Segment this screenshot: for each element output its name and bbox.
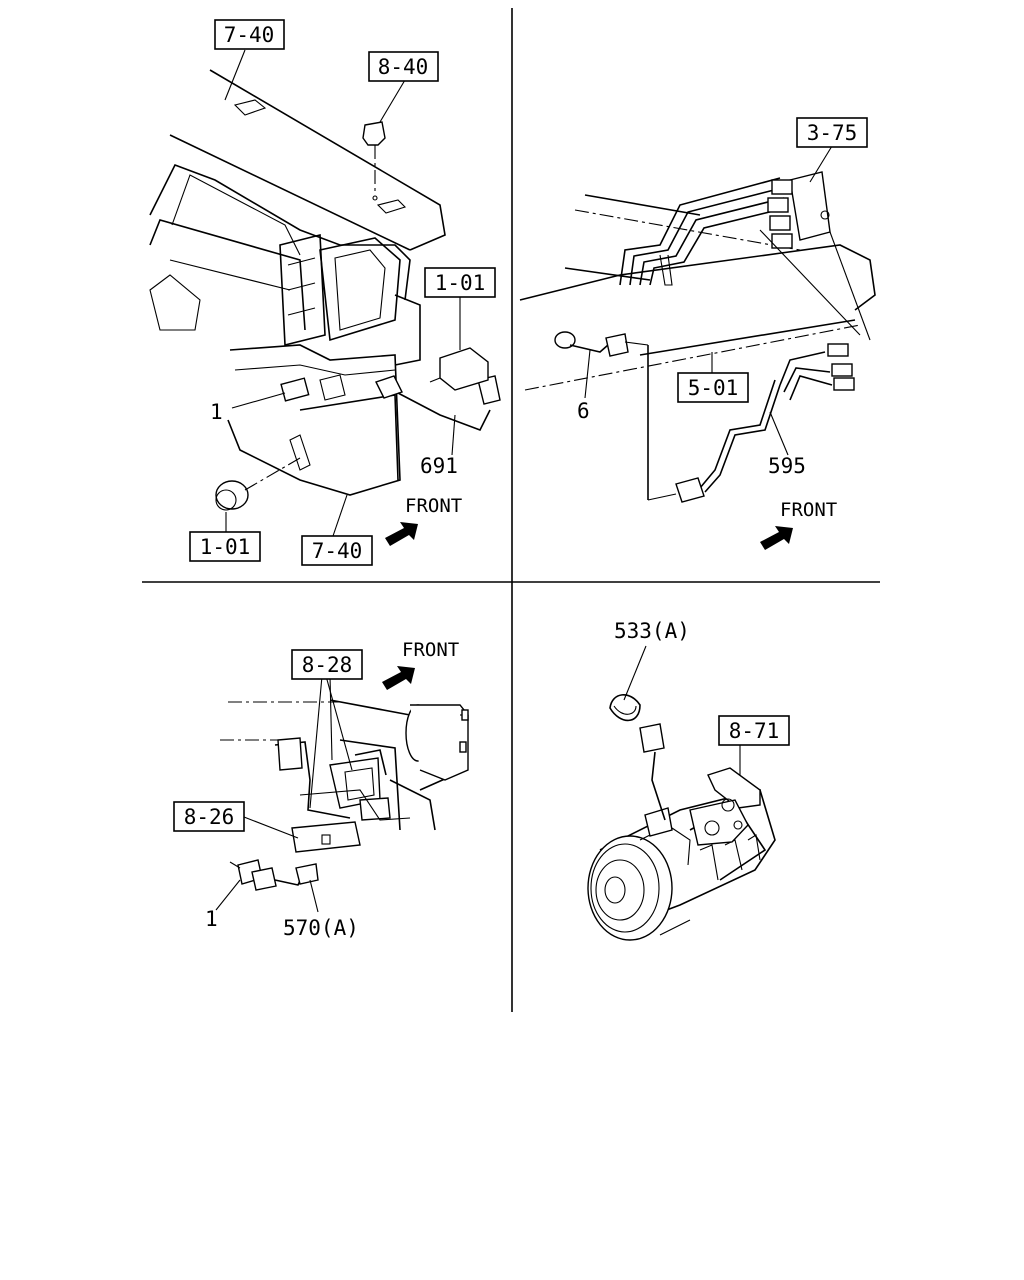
part-label-1-top: 1 [210, 400, 223, 424]
part-label-6: 6 [577, 399, 590, 423]
part-label-533a: 533(A) [614, 619, 690, 643]
front-arrow-icon [760, 526, 793, 550]
ref-box-7-40-top: 7-40 [214, 19, 285, 50]
ref-box-1-01-left: 1-01 [189, 531, 261, 562]
switch-connector-part [280, 347, 501, 432]
part-label-1-bottom: 1 [205, 907, 218, 931]
ref-box-1-01-right: 1-01 [424, 267, 496, 298]
svg-text:7-40: 7-40 [224, 23, 275, 47]
svg-text:8-28: 8-28 [302, 653, 353, 677]
sensor-570a-part [229, 859, 319, 891]
svg-text:8-26: 8-26 [184, 805, 235, 829]
svg-text:1-01: 1-01 [200, 535, 251, 559]
ref-box-3-75: 3-75 [796, 117, 868, 148]
svg-text:3-75: 3-75 [807, 121, 858, 145]
clip-8-40-part [362, 121, 386, 201]
harness-595-part [647, 343, 855, 503]
dashboard-assembly [149, 69, 446, 496]
front-label-top-left: FRONT [405, 495, 462, 517]
svg-text:1-01: 1-01 [435, 271, 486, 295]
part-label-595: 595 [768, 454, 806, 478]
ref-box-8-71: 8-71 [718, 715, 790, 746]
leaders-top-left [224, 49, 461, 537]
leaders-top-right [584, 145, 871, 456]
knob-part [215, 457, 301, 511]
leaders-bottom-right [623, 645, 741, 775]
ref-box-8-26: 8-26 [173, 801, 245, 832]
svg-text:8-71: 8-71 [729, 719, 780, 743]
front-arrow-icon [385, 522, 418, 546]
svg-text:5-01: 5-01 [688, 376, 739, 400]
grommet-6-part [554, 331, 649, 357]
leaders-bottom-left [215, 675, 353, 913]
ref-box-8-28: 8-28 [291, 649, 363, 680]
harness-assembly [519, 171, 876, 391]
part-label-691: 691 [420, 454, 458, 478]
ref-box-7-40-bottom: 7-40 [301, 535, 373, 566]
duct-bracket-assembly [220, 699, 469, 853]
compressor-assembly [587, 767, 776, 941]
part-label-570a: 570(A) [283, 916, 359, 940]
svg-text:7-40: 7-40 [312, 539, 363, 563]
ref-box-8-40: 8-40 [368, 51, 439, 82]
ref-box-5-01: 5-01 [677, 372, 749, 403]
quadrant-dividers [142, 8, 880, 1012]
svg-text:8-40: 8-40 [378, 55, 429, 79]
connector-533a-part [609, 694, 666, 821]
front-label-bottom-left: FRONT [402, 639, 459, 661]
front-label-top-right: FRONT [780, 499, 837, 521]
front-arrow-icon [382, 666, 415, 690]
